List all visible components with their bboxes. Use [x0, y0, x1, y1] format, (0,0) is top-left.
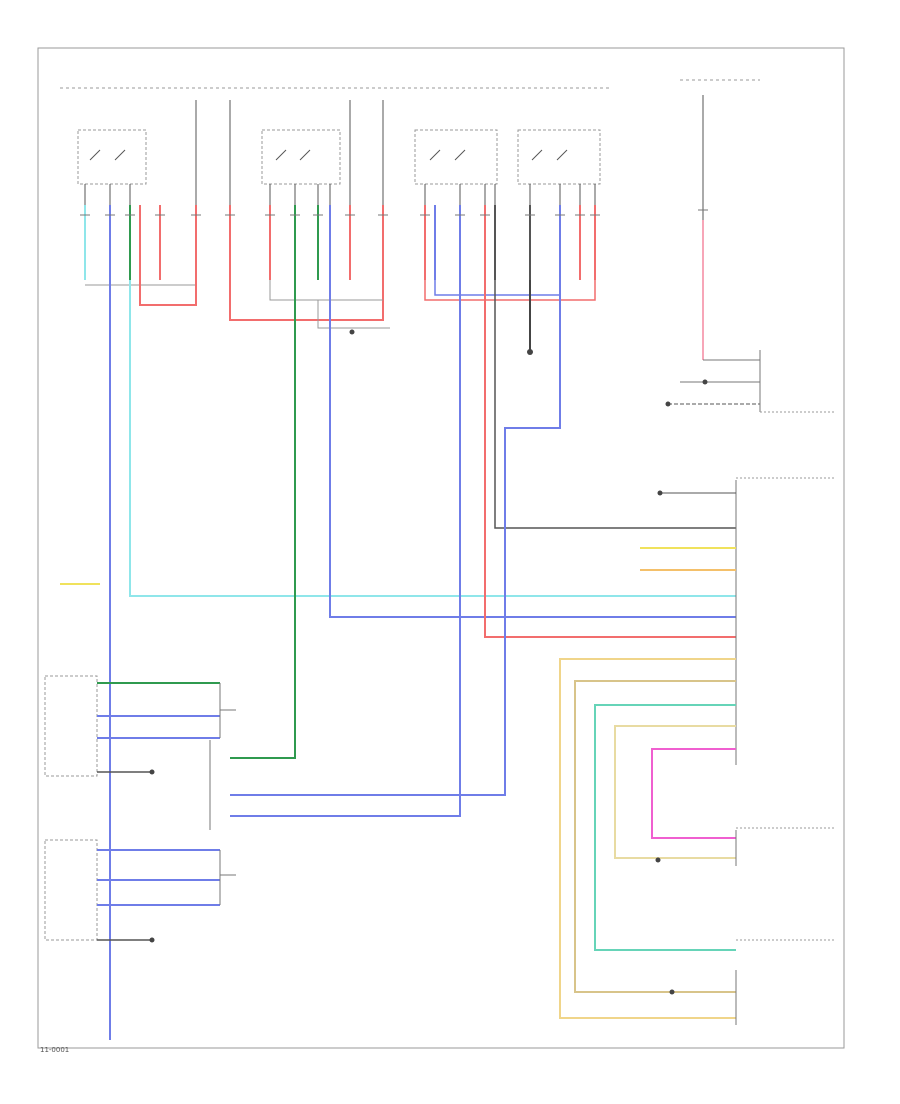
relay-feed-stubs	[84, 95, 704, 240]
sensor-block-right	[668, 350, 835, 413]
relay-1	[77, 129, 147, 185]
connector-stubs	[84, 205, 704, 360]
diagram-frame	[37, 47, 845, 1049]
relay-4	[517, 129, 601, 185]
footer-code: 11-0001	[40, 1046, 69, 1054]
module-connector-block	[660, 477, 835, 765]
wire-gray-loop	[269, 280, 383, 301]
switch-1	[44, 675, 236, 777]
wire-red-loop-3	[424, 280, 596, 301]
wire-gray-center	[317, 300, 390, 329]
module-input-wires	[559, 547, 737, 1025]
relay-3	[414, 129, 498, 185]
wire-red-loop-1	[139, 280, 197, 306]
wire-blue-loop	[434, 280, 560, 296]
switch-2	[44, 839, 236, 941]
relay-2	[261, 129, 341, 185]
connector-ticks	[80, 209, 708, 216]
ground-1	[349, 280, 533, 355]
ground-markers	[149, 379, 708, 995]
main-vertical-wires	[109, 280, 736, 1040]
